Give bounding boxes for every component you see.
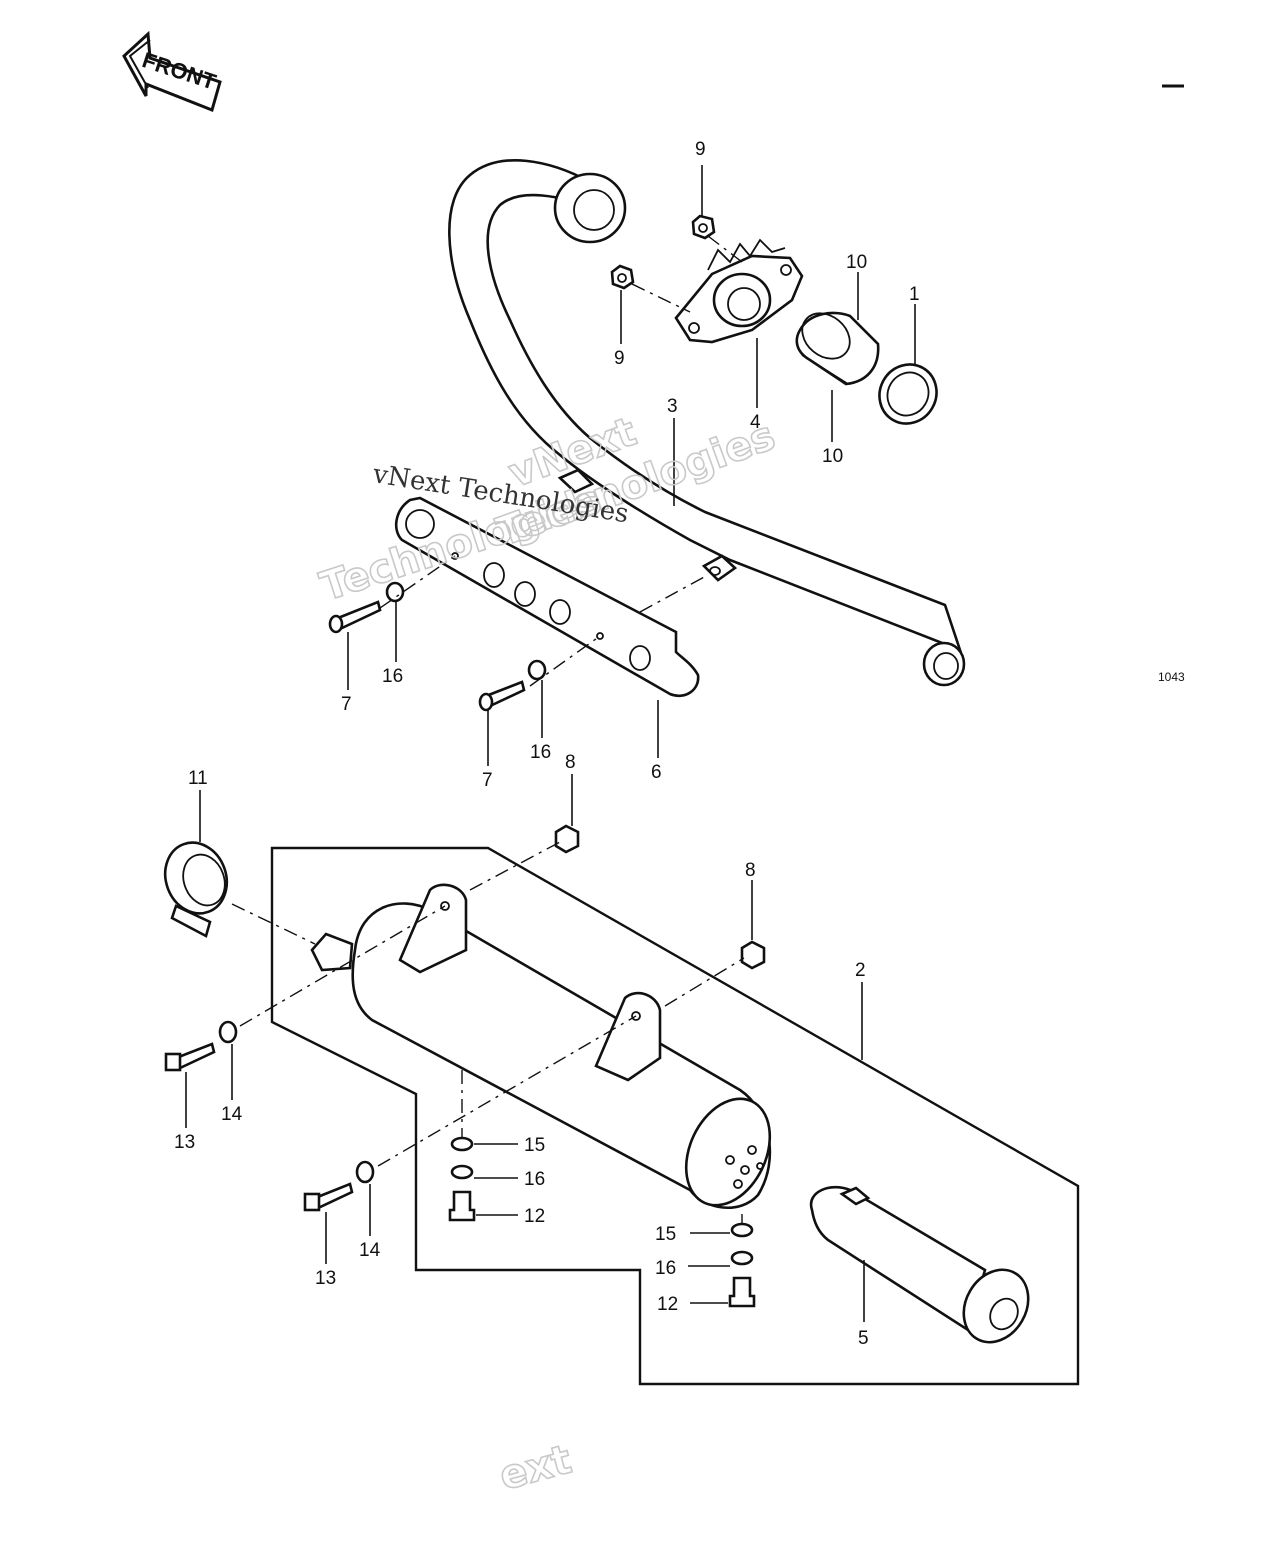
callout-12-right: 12 [657,1294,678,1315]
washer-part-b [527,659,547,681]
spark-arrester-part [809,1185,1030,1344]
washer-part-c [218,1020,238,1044]
callout-15-right: 15 [655,1224,676,1245]
callout-14-upper: 14 [221,1104,243,1125]
callout-14-lower: 14 [359,1240,381,1261]
screw-part-upper [328,600,382,634]
callout-16-upper-left: 16 [382,666,403,687]
nut-part-c [554,824,580,854]
callout-10-bottom: 10 [822,446,843,467]
callout-16-lower-right: 16 [655,1258,676,1279]
callout-8-right: 8 [745,860,756,881]
leader-lines [185,165,916,1322]
assembly-lines [231,235,745,1224]
exhaust-gasket-part [795,311,880,386]
callout-16-upper-right: 16 [530,742,551,763]
watermark-fragment: ext [495,1437,577,1500]
callout-6: 6 [651,762,662,783]
callout-9-left: 9 [614,348,625,369]
callout-16-lower-left: 16 [524,1169,545,1190]
lock-washer-part-b [730,1250,754,1266]
lock-washer-part-a [450,1164,474,1180]
page-code: 1043 [1158,670,1185,684]
callout-7-right: 7 [482,770,493,791]
gasket-ring-part [878,363,938,425]
callout-1: 1 [909,284,920,305]
screw-part-lower [478,680,526,712]
muffler-part [310,883,772,1209]
washer-part-d [355,1160,375,1184]
exhaust-flange-part [674,238,804,344]
callout-12-left: 12 [524,1206,545,1227]
callout-13-lower: 13 [315,1268,336,1289]
callout-2: 2 [855,960,866,981]
heat-guard-part [394,496,700,697]
screw-part-d [728,1276,756,1308]
callout-9-top: 9 [695,139,706,160]
washer-part-f [730,1222,754,1238]
callout-5: 5 [858,1328,869,1349]
nut-part-top [691,214,716,240]
assembly-boundary [270,846,1080,1386]
bolt-part-upper [164,1042,216,1072]
washer-part-e [450,1136,474,1152]
callout-4: 4 [750,412,761,433]
callout-3: 3 [667,396,678,417]
callout-13-upper: 13 [174,1132,195,1153]
exhaust-clamp-part [163,841,229,938]
exhaust-pipe-part [448,159,966,687]
callout-7-left: 7 [341,694,352,715]
bolt-part-lower [303,1182,354,1212]
callout-11: 11 [188,768,208,789]
washer-part-a [385,581,405,603]
callout-10-top: 10 [846,252,867,273]
front-arrow-icon: FRONT [122,30,222,113]
screw-part-c [448,1190,476,1222]
nut-part-d [740,940,766,970]
callout-numbers: 9 9 4 10 10 1 3 16 7 16 7 6 8 11 8 2 13 … [174,139,920,1349]
nut-part-left [610,264,635,290]
callout-8-left: 8 [565,752,576,773]
callout-15-left: 15 [524,1135,545,1156]
